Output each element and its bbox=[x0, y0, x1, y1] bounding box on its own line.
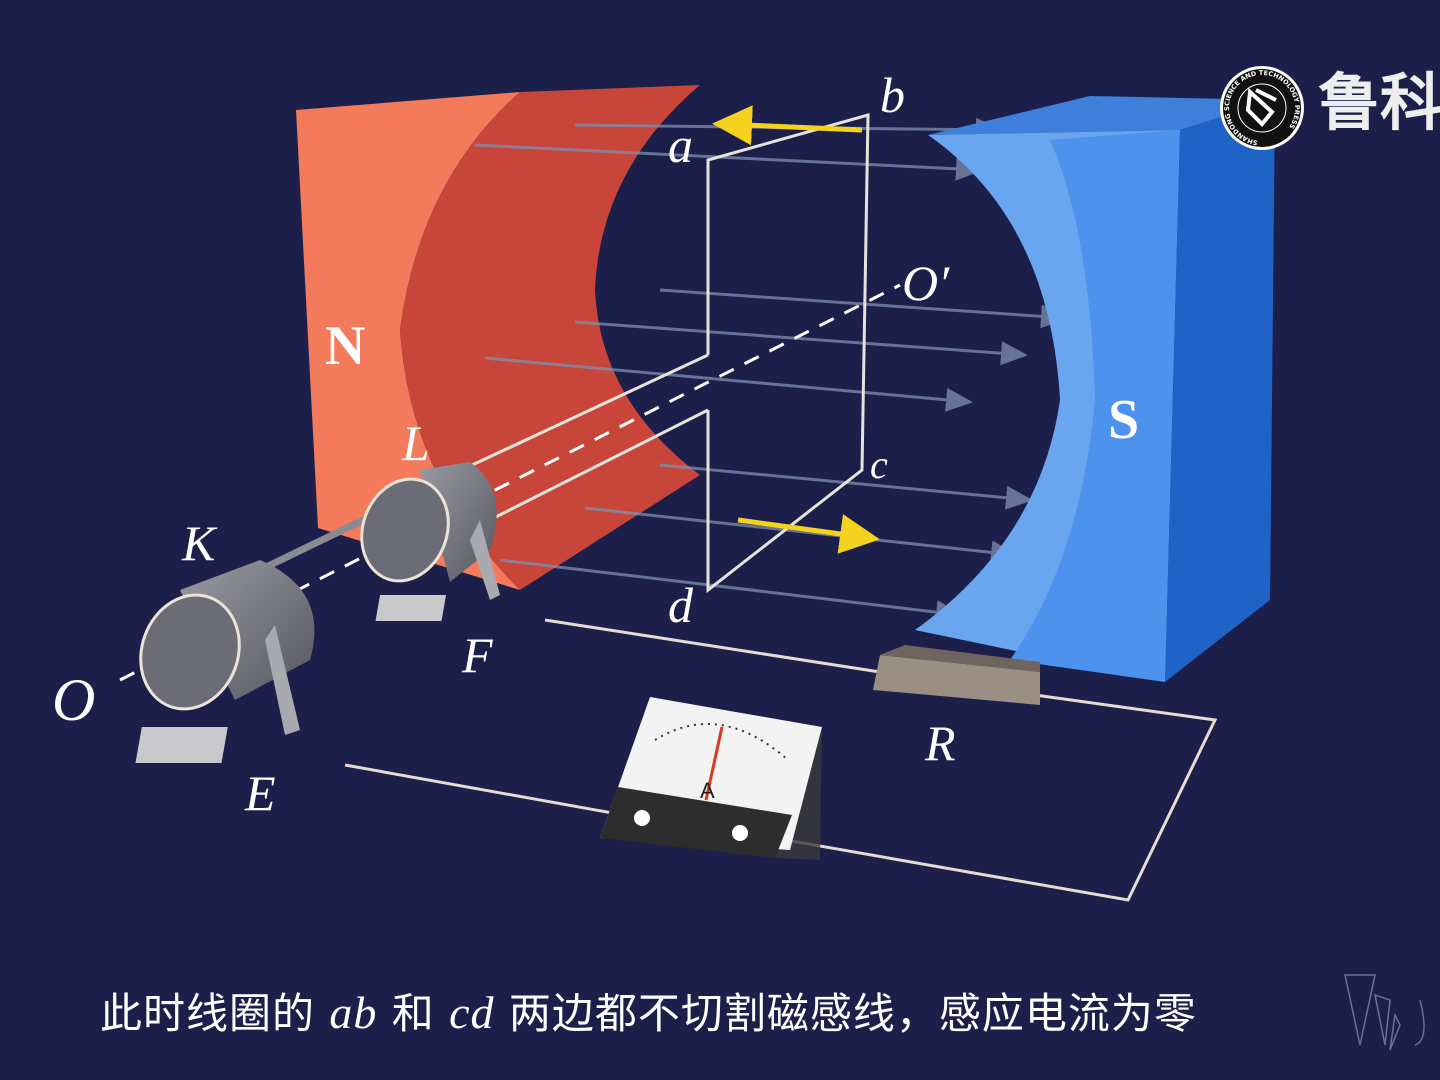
meter-symbol: A bbox=[700, 778, 715, 803]
decorative-burst-icon bbox=[1344, 974, 1425, 1051]
subtitle-caption: 此时线圈的 ab 和 cd 两边都不切割磁感线，感应电流为零 bbox=[100, 980, 1197, 1041]
current-arrow-cd bbox=[737, 514, 880, 554]
publisher-logo-seal: SHANDONG SCIENCE AND TECHNOLOGY PRESS bbox=[1220, 66, 1304, 150]
current-arrow-ab bbox=[712, 105, 863, 146]
label-o-prime: O′ bbox=[902, 255, 950, 311]
label-d: d bbox=[668, 577, 693, 633]
slip-ring-l bbox=[360, 462, 500, 621]
label-north: N bbox=[325, 315, 366, 377]
publisher-logo-text: 鲁科 bbox=[1318, 66, 1440, 139]
slip-ring-k bbox=[135, 560, 315, 763]
resistor bbox=[873, 645, 1040, 705]
label-l: L bbox=[402, 415, 430, 471]
label-b: b bbox=[880, 67, 905, 123]
magnetic-field-lines bbox=[474, 117, 1068, 625]
label-a: a bbox=[668, 117, 693, 173]
label-k: K bbox=[182, 515, 216, 571]
label-o: O bbox=[52, 667, 96, 733]
label-south: S bbox=[1108, 389, 1140, 451]
label-c: c bbox=[870, 442, 888, 487]
subtitle-text: 和 bbox=[377, 989, 450, 1038]
subtitle-text: 此时线圈的 bbox=[100, 989, 330, 1038]
subtitle-text: 两边都不切割磁感线，感应电流为零 bbox=[494, 989, 1197, 1038]
meter-terminal bbox=[732, 825, 748, 841]
label-e: E bbox=[245, 765, 276, 821]
circuit-wires bbox=[344, 618, 1218, 902]
meter-needle bbox=[704, 726, 724, 801]
label-f: F bbox=[462, 627, 493, 683]
meter-terminal bbox=[634, 810, 650, 826]
subtitle-cd: cd bbox=[449, 987, 495, 1038]
label-r: R bbox=[925, 715, 956, 771]
subtitle-ab: ab bbox=[329, 987, 378, 1038]
ammeter bbox=[600, 697, 822, 860]
south-magnet bbox=[915, 96, 1275, 682]
